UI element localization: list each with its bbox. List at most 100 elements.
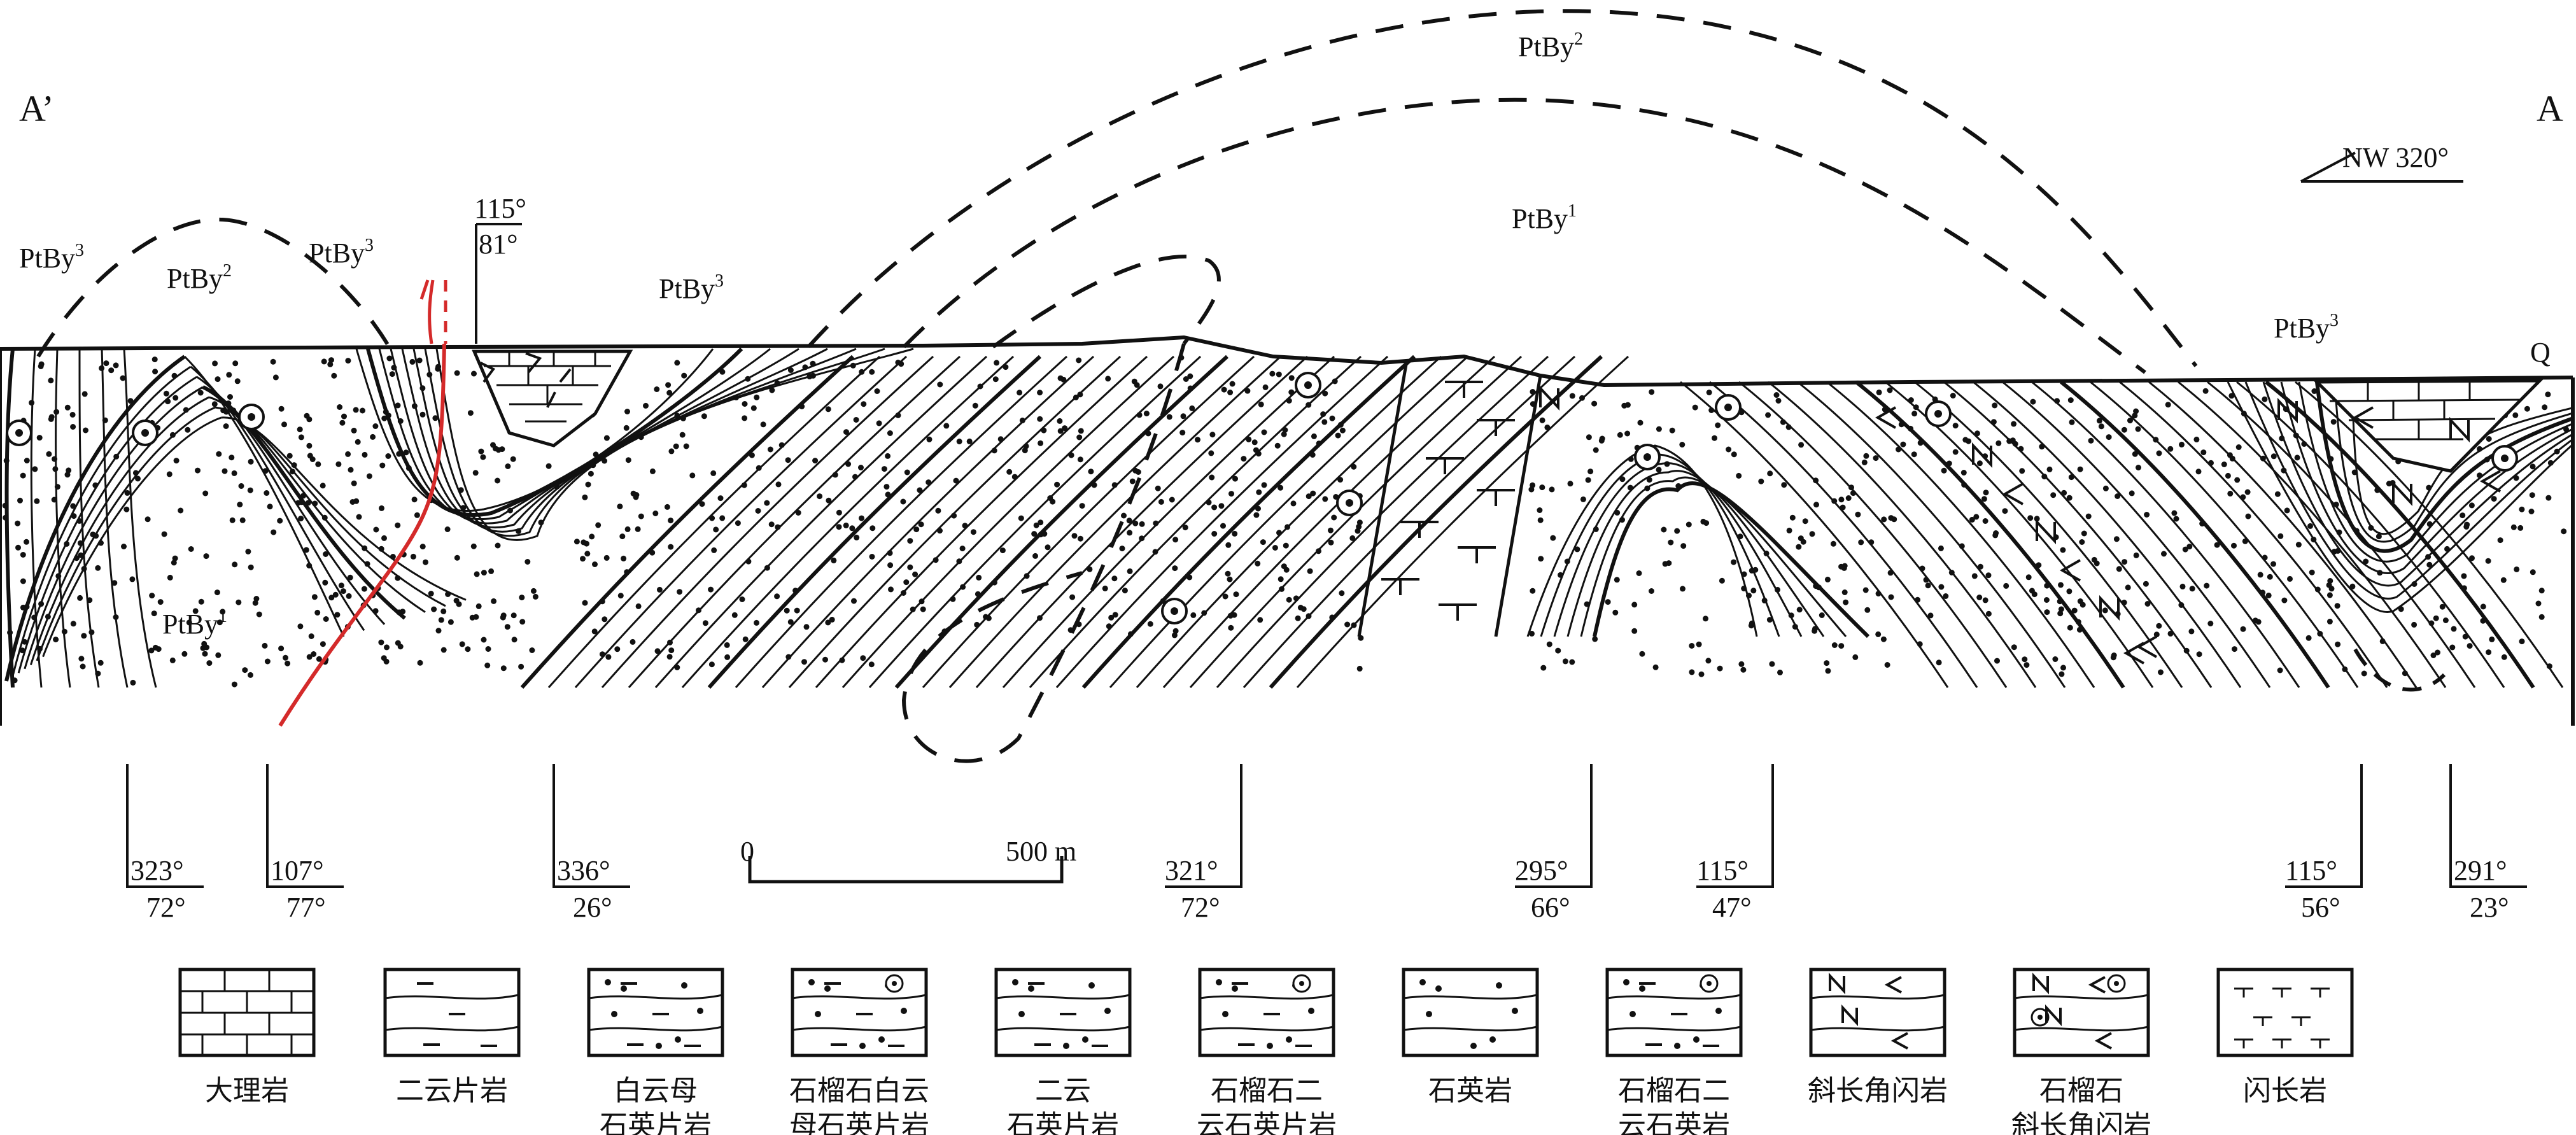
- stipple-dot: [2182, 546, 2188, 553]
- stipple-dot: [456, 601, 462, 607]
- stipple-dot: [619, 533, 626, 540]
- stipple-dot: [70, 503, 76, 509]
- stipple-dot: [157, 599, 164, 605]
- stipple-dot: [709, 515, 715, 521]
- stipple-dot: [1335, 432, 1341, 439]
- stipple-dot: [858, 465, 864, 470]
- stipple-dot: [1731, 559, 1737, 565]
- stipple-dot: [1798, 535, 1804, 542]
- stipple-dot: [516, 528, 521, 534]
- stipple-dot: [787, 367, 794, 373]
- stipple-dot: [1218, 503, 1225, 509]
- stipple-dot: [2173, 516, 2179, 522]
- stipple-dot: [654, 386, 660, 392]
- stipple-dot: [625, 457, 631, 463]
- stipple-dot: [1286, 398, 1292, 404]
- stipple-dot: [1157, 383, 1164, 390]
- stipple-dot: [1261, 482, 1267, 488]
- stipple-dot: [1307, 568, 1313, 574]
- stipple-dot: [231, 470, 237, 476]
- stipple-dot: [2530, 569, 2536, 575]
- legend-label: 云石英片岩: [1197, 1110, 1337, 1135]
- stipple-dot: [362, 451, 368, 458]
- bedding-trace: [435, 348, 914, 541]
- stipple-dot: [1222, 593, 1228, 600]
- stipple-dot: [129, 576, 136, 582]
- stipple-dot: [2125, 584, 2131, 591]
- stipple-dot: [1349, 535, 1356, 541]
- stipple-dot: [741, 482, 747, 488]
- bedding-trace: [1797, 381, 2066, 688]
- stipple-dot: [200, 645, 206, 651]
- stipple-dot: [1134, 382, 1140, 388]
- stipple-dot: [1158, 498, 1164, 505]
- bedding-trace: [2060, 380, 2330, 689]
- stipple-dot: [345, 358, 351, 364]
- stipple-dot: [966, 438, 973, 444]
- stipple-dot: [2188, 628, 2195, 635]
- stipple-dot: [1841, 563, 1848, 569]
- stipple-dot: [283, 654, 288, 661]
- stipple-dot: [1855, 511, 1861, 518]
- stipple-dot: [2486, 649, 2492, 656]
- stipple-dot: [334, 612, 341, 618]
- stipple-dot: [2036, 562, 2042, 568]
- stipple-dot: [2085, 513, 2092, 519]
- stipple-dot: [1283, 567, 1290, 573]
- bedding-trace: [2280, 381, 2572, 574]
- stipple-dot: [2561, 528, 2567, 535]
- bedding-trace: [735, 355, 1068, 688]
- stipple-dot: [1637, 419, 1643, 426]
- stipple-dot: [76, 518, 83, 524]
- stipple-dot: [1293, 595, 1299, 602]
- stipple-dot: [277, 518, 283, 524]
- stipple-dot: [1255, 505, 1261, 512]
- stipple-dot: [481, 570, 487, 576]
- stipple-dot: [2041, 474, 2048, 480]
- stipple-dot: [328, 595, 335, 601]
- stipple-dot: [1925, 582, 1931, 589]
- stipple-dot: [248, 672, 253, 678]
- garnet-symbols: [6, 372, 2518, 624]
- stipple-dot: [1078, 535, 1083, 542]
- stipple-dot: [504, 624, 510, 630]
- stipple-dot: [2225, 472, 2231, 479]
- stipple-dot: [2336, 529, 2342, 535]
- amphibolite-symbol: [2352, 406, 2374, 429]
- stipple-dot: [1121, 512, 1127, 519]
- stipple-dot: [926, 479, 932, 486]
- stipple-dot: [386, 355, 393, 362]
- stipple-dot: [926, 436, 933, 442]
- stipple-dot: [623, 425, 630, 431]
- stipple-dot: [2158, 669, 2164, 675]
- stipple-dot: [1274, 442, 1281, 449]
- stipple-dot: [444, 526, 451, 532]
- legend-label: 石英片岩: [600, 1110, 712, 1135]
- stipple-dot: [20, 578, 26, 584]
- garnet-symbol: [132, 419, 158, 446]
- stipple-dot: [314, 609, 321, 616]
- stipple-dot: [73, 555, 80, 561]
- stipple-dot: [937, 381, 943, 388]
- stipple-dot: [495, 542, 501, 549]
- stipple-dot: [1023, 443, 1029, 449]
- stipple-dot: [2442, 617, 2449, 623]
- stipple-dot: [2025, 574, 2032, 581]
- stipple-dot: [1864, 607, 1871, 613]
- stipple-dot: [1731, 451, 1737, 458]
- stipple-dot: [467, 410, 474, 416]
- stipple-dot: [3, 458, 10, 464]
- stipple-dot: [2132, 412, 2138, 419]
- stipple-dot: [1679, 442, 1686, 448]
- stipple-dot: [1166, 414, 1172, 420]
- diorite-body: [1357, 360, 1542, 637]
- stipple-dot: [400, 609, 406, 615]
- scale-end: 500 m: [1006, 836, 1076, 867]
- stipple-dot: [767, 446, 773, 453]
- stipple-dot: [1737, 533, 1743, 540]
- stipple-dot: [581, 539, 587, 546]
- stipple-dot: [1612, 609, 1619, 616]
- stipple-dot: [323, 616, 329, 622]
- stipple-dot: [668, 518, 674, 524]
- stipple-dot: [1069, 594, 1076, 600]
